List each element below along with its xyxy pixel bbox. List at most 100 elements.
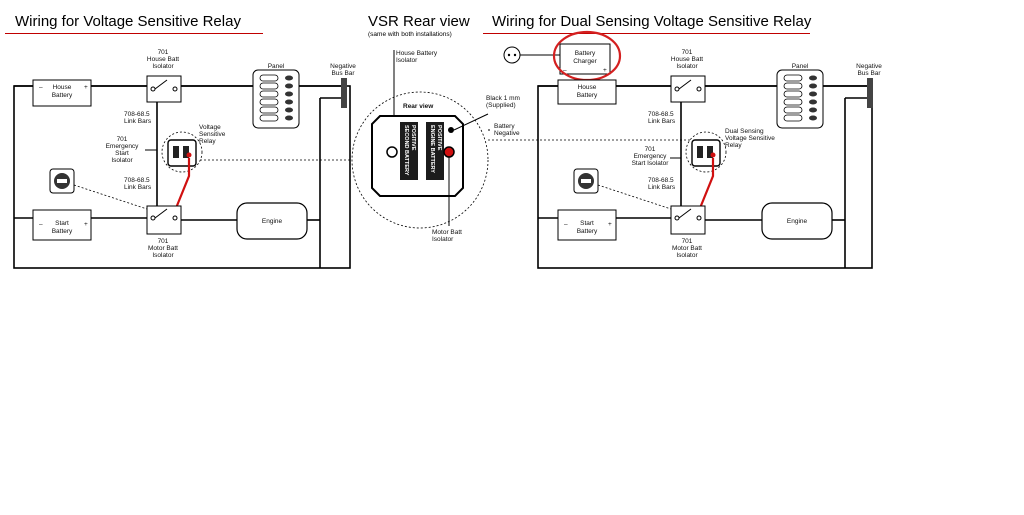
plus-sign: + — [608, 221, 612, 228]
middle-diagram: House Battery Isolator Rear view SECOND … — [351, 50, 690, 243]
right-vsr-label-1: Dual Sensing — [725, 128, 764, 135]
right-house-isolator — [670, 75, 706, 103]
left-start-battery — [32, 209, 92, 241]
right-house-battery-label-1: House — [578, 84, 597, 91]
left-link-bottom-1: 708-68.5 — [124, 177, 150, 184]
left-motor-isolator-label-3: Isolator — [152, 252, 174, 259]
right-house-isolator-label-3: Isolator — [676, 63, 698, 70]
left-bus-bar-label-2: Bus Bar — [331, 70, 355, 77]
right-vsr-label-2: Voltage Sensitive — [725, 135, 775, 142]
right-link-bottom-1: 708-68.5 — [648, 177, 674, 184]
right-engine — [761, 202, 833, 240]
right-vsr-relay — [691, 139, 721, 167]
middle-house-isolator-label-2: Isolator — [396, 57, 418, 64]
right-emergency-3: Start Isolator — [632, 160, 670, 167]
minus-sign: – — [39, 84, 43, 91]
left-bus-bar — [341, 78, 347, 108]
right-charger-label-1: Battery — [575, 50, 596, 57]
right-bus-bar — [867, 78, 873, 108]
left-vsr-relay — [167, 139, 197, 167]
left-link-top-2: Link Bars — [124, 118, 152, 125]
left-engine — [236, 202, 308, 240]
right-link-bottom-2: Link Bars — [648, 184, 676, 191]
middle-stud-red — [443, 146, 455, 158]
left-panel-label: Panel — [268, 63, 285, 70]
left-bus-bar-label-1: Negative — [330, 63, 356, 70]
left-emergency-1: 701 — [117, 136, 128, 143]
middle-rear-view-circle — [351, 91, 489, 229]
left-house-isolator — [146, 75, 182, 103]
left-house-isolator-label-3: Isolator — [152, 63, 174, 70]
left-engine-label: Engine — [262, 218, 283, 225]
right-red-wire — [694, 158, 715, 219]
middle-terminal-right — [426, 122, 444, 180]
middle-battery-negative-label-2: Negative — [494, 130, 520, 137]
right-start-battery-label-1: Start — [580, 220, 594, 227]
plus-sign: + — [84, 84, 88, 91]
right-battery-charger — [559, 43, 611, 75]
left-start-battery-label-1: Start — [55, 220, 69, 227]
left-red-wire — [170, 158, 191, 219]
middle-terminal-left-label-1: SECOND BATTERY — [403, 125, 409, 176]
minus-sign: – — [563, 67, 567, 74]
middle-motor-isolator-label-1: Motor Batt — [432, 229, 462, 236]
left-vsr-label-1: Voltage — [199, 124, 221, 131]
right-house-battery — [557, 79, 617, 105]
right-vsr-highlight — [685, 131, 727, 173]
right-house-isolator-label-2: House Batt — [671, 56, 703, 63]
right-house-battery-label-2: Battery — [577, 92, 598, 99]
middle-motor-isolator-label-2: Isolator — [432, 236, 454, 243]
middle-negative-terminal — [448, 127, 454, 133]
middle-house-isolator-label-1: House Battery — [396, 50, 438, 57]
middle-black-wire-label-2: (Supplied) — [486, 102, 516, 109]
left-vsr-label-2: Sensitive — [199, 131, 226, 138]
middle-terminal-left-label-2: POSITIVE — [410, 125, 416, 151]
right-emergency-1: 701 — [645, 146, 656, 153]
right-motor-isolator-label-2: Motor Batt — [672, 245, 702, 252]
middle-terminal-right-label-1: ENGINE BATTERY — [429, 125, 435, 173]
middle-stud-left — [386, 146, 398, 158]
left-vsr-label-3: Relay — [199, 138, 216, 145]
middle-terminal-left — [400, 122, 418, 180]
right-panel-switches — [783, 74, 817, 122]
right-diagram: – + Battery Charger House Battery 701 Ho… — [503, 30, 882, 269]
plus-sign: + — [84, 221, 88, 228]
left-house-isolator-label-1: 701 — [158, 49, 169, 56]
right-start-battery-label-2: Battery — [577, 228, 598, 235]
middle-battery-negative-label-1: Battery — [494, 123, 515, 130]
left-emergency-4: Isolator — [111, 157, 133, 164]
left-vsr-highlight — [161, 131, 203, 173]
title-left: Wiring for Voltage Sensitive Relay — [15, 13, 241, 30]
title-middle: VSR Rear view — [368, 13, 470, 30]
right-vsr-label-3: Relay — [725, 142, 742, 149]
left-motor-isolator-label-1: 701 — [158, 238, 169, 245]
left-panel-switches — [259, 74, 293, 122]
title-right: Wiring for Dual Sensing Voltage Sensitiv… — [492, 13, 812, 30]
title-middle-subtitle: (same with both installations) — [368, 31, 452, 38]
left-house-battery-label-1: House — [53, 84, 72, 91]
right-link-top-2: Link Bars — [648, 118, 676, 125]
left-diagram: – + House Battery 701 House Batt Isolato… — [13, 49, 356, 269]
right-plug-icon — [503, 46, 521, 64]
plus-sign: + — [603, 67, 607, 74]
right-charger-label-2: Charger — [573, 58, 597, 65]
right-panel-label: Panel — [792, 63, 809, 70]
right-bus-bar-label-1: Negative — [856, 63, 882, 70]
left-house-isolator-label-2: House Batt — [147, 56, 179, 63]
left-motor-isolator-label-2: Motor Batt — [148, 245, 178, 252]
left-emergency-3: Start — [115, 150, 129, 157]
middle-rear-view-label: Rear view — [403, 103, 434, 110]
right-link-top-1: 708-68.5 — [648, 111, 674, 118]
right-start-battery — [557, 209, 617, 241]
right-engine-label: Engine — [787, 218, 808, 225]
minus-sign: – — [564, 221, 568, 228]
left-emergency-2: Emergency — [106, 143, 140, 150]
left-house-battery-label-2: Battery — [52, 92, 73, 99]
right-bus-bar-label-2: Bus Bar — [857, 70, 881, 77]
left-house-battery — [32, 79, 92, 107]
middle-terminal-right-label-2: POSITIVE — [436, 125, 442, 151]
right-motor-isolator-label-3: Isolator — [676, 252, 698, 259]
title-right-underline — [483, 33, 810, 34]
minus-sign: – — [39, 221, 43, 228]
